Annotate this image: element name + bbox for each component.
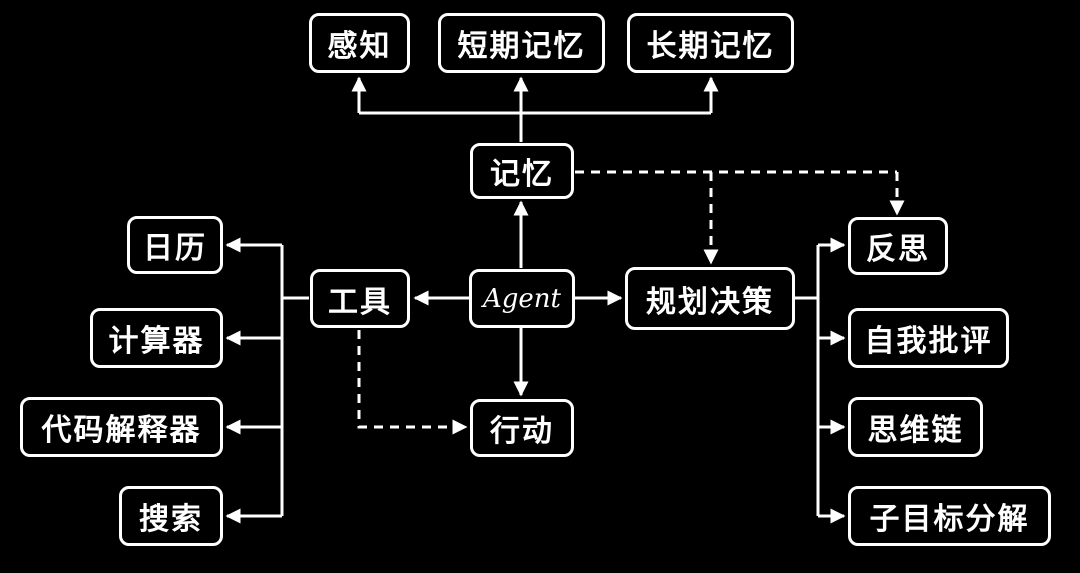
node-search: 搜索	[119, 486, 223, 546]
node-short-term-memory: 短期记忆	[438, 13, 605, 73]
node-perception: 感知	[309, 13, 410, 73]
node-code-interpreter: 代码解释器	[20, 397, 223, 457]
edge-tools-to-action	[357, 330, 468, 435]
node-subgoal-decomposition: 子目标分解	[848, 486, 1051, 546]
node-long-term-memory: 长期记忆	[627, 13, 794, 73]
node-planning: 规划决策	[625, 267, 795, 330]
node-calendar: 日历	[127, 216, 223, 274]
node-tools: 工具	[310, 269, 410, 328]
node-reflection: 反思	[848, 217, 948, 275]
node-agent: Agent	[469, 269, 575, 328]
node-memory: 记忆	[470, 143, 574, 199]
node-self-critique: 自我批评	[848, 308, 1009, 368]
node-chain-of-thought: 思维链	[848, 397, 983, 457]
node-calculator: 计算器	[90, 308, 223, 368]
node-action: 行动	[470, 399, 574, 457]
